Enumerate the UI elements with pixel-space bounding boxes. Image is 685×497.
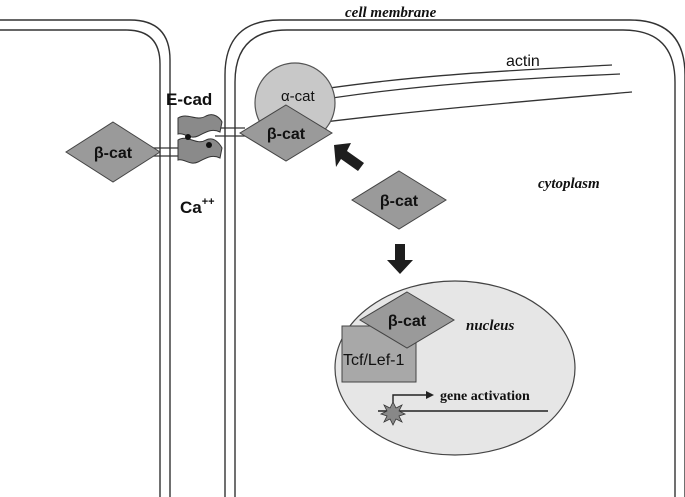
calcium-symbol: Ca (180, 198, 202, 217)
cell-membrane-label: cell membrane (345, 5, 437, 21)
left-cell-membrane (0, 19, 171, 497)
arrow-to-nucleus (387, 244, 413, 274)
e-cad-label: E-cad (166, 90, 212, 109)
cadherin-connectors (150, 127, 245, 157)
tcf-lef-box (341, 325, 417, 383)
beta-cat-label: β-cat (380, 193, 419, 210)
e-cadherin-complex (177, 114, 223, 164)
beta-cat-label: β-cat (267, 126, 306, 143)
alpha-cat-label: α-cat (281, 88, 316, 105)
calcium-ion-dot (185, 134, 191, 140)
gene-activation-label: gene activation (440, 389, 530, 404)
calcium-charge: ++ (202, 196, 215, 208)
beta-cat-nucleus (359, 291, 455, 349)
arrow-to-junction (334, 143, 364, 171)
calcium-label: Ca++ (180, 196, 215, 217)
beta-cat-left-cell (65, 121, 161, 183)
beta-cat-junction (239, 104, 333, 162)
activation-star-icon (379, 401, 407, 426)
tcf-lef-label: Tcf/Lef-1 (343, 352, 404, 369)
beta-cat-label: β-cat (388, 313, 427, 330)
calcium-ion-dot (206, 142, 212, 148)
cytoplasm-label: cytoplasm (538, 176, 600, 192)
transcription-arrowhead (426, 391, 434, 399)
right-cell-membrane (224, 19, 685, 497)
beta-cat-cytoplasm (351, 170, 447, 230)
nucleus-label: nucleus (466, 318, 515, 334)
beta-cat-label: β-cat (94, 145, 133, 162)
actin-label: actin (506, 53, 540, 70)
actin-filaments (284, 64, 633, 126)
